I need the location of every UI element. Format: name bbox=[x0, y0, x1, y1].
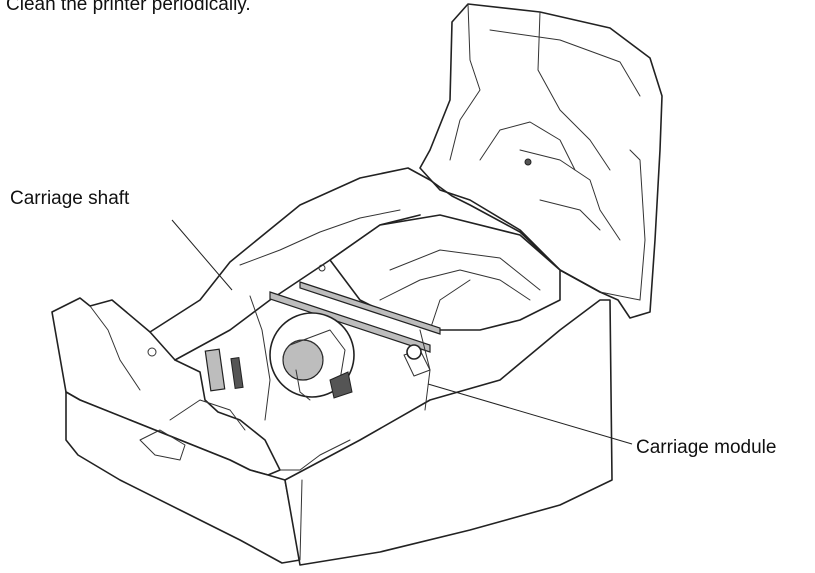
carriage-shaft-label: Carriage shaft bbox=[10, 188, 130, 209]
carriage-module-label: Carriage module bbox=[636, 437, 777, 458]
carriage-shaft bbox=[249, 281, 441, 421]
instruction-caption: Clean the printer periodically. bbox=[6, 0, 251, 15]
carriage-shaft-leader bbox=[171, 219, 233, 291]
printer-body bbox=[51, 167, 613, 566]
carriage-module-leader bbox=[427, 383, 633, 445]
carriage-module bbox=[204, 312, 431, 401]
